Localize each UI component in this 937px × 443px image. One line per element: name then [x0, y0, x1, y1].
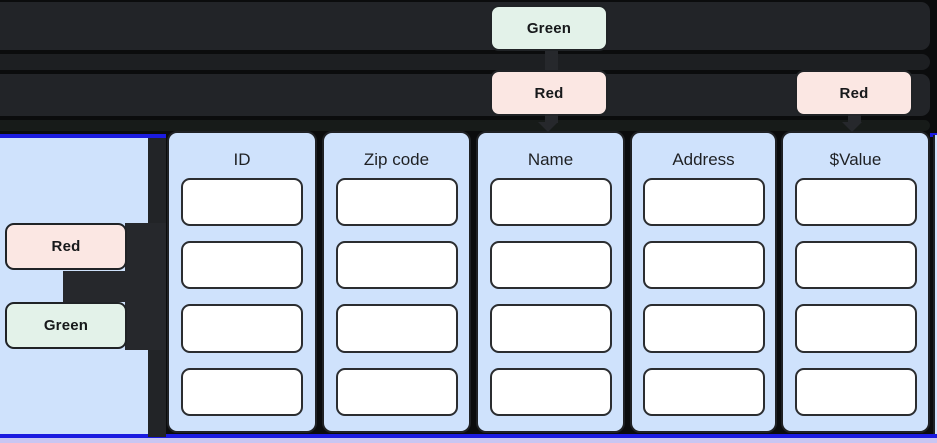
- top-band-row-1: [0, 2, 930, 50]
- drop-slot[interactable]: [642, 367, 765, 416]
- chip-red-top-value-label: Red: [839, 84, 869, 102]
- column-value: $Value: [781, 131, 930, 433]
- chip-red-left[interactable]: Red: [5, 223, 127, 270]
- column-zip-code: Zip code: [322, 131, 471, 433]
- pointer-tab-name: [545, 114, 558, 123]
- chip-red-top-value[interactable]: Red: [795, 70, 913, 116]
- drop-slot[interactable]: [335, 304, 458, 353]
- column-header: ID: [233, 149, 251, 169]
- selection-rule-top: [0, 134, 166, 138]
- chip-connector-tab: [545, 50, 558, 74]
- drop-slot[interactable]: [489, 241, 612, 290]
- drop-slot[interactable]: [794, 367, 917, 416]
- drop-slot[interactable]: [489, 367, 612, 416]
- left-connector-green: [125, 302, 166, 350]
- arrow-down-icon: [538, 122, 558, 132]
- drop-slot[interactable]: [335, 177, 458, 227]
- drop-slot[interactable]: [794, 241, 917, 290]
- drop-slot[interactable]: [181, 367, 303, 416]
- pointer-tab-value: [848, 114, 861, 123]
- drop-slot[interactable]: [181, 177, 303, 227]
- drop-slot[interactable]: [335, 367, 458, 416]
- column-header: $Value: [829, 149, 882, 169]
- chip-green-top-label: Green: [526, 19, 572, 37]
- column-address: Address: [630, 131, 777, 433]
- chip-red-left-label: Red: [51, 238, 81, 255]
- drop-slot[interactable]: [794, 304, 917, 353]
- column-header: Zip code: [363, 149, 430, 169]
- chip-green-left[interactable]: Green: [5, 302, 127, 349]
- column-name: Name: [476, 131, 625, 433]
- selection-rule-bottom: [0, 434, 937, 438]
- drop-slot[interactable]: [642, 241, 765, 290]
- drop-slot[interactable]: [489, 304, 612, 353]
- drop-slot[interactable]: [489, 177, 612, 227]
- column-id: ID: [167, 131, 317, 433]
- partial-column-sliver: [933, 135, 937, 434]
- left-connector-red: [125, 223, 166, 271]
- top-band-row-3: [0, 74, 930, 116]
- top-band-row-4: [0, 120, 930, 131]
- chip-red-top-name-label: Red: [534, 84, 564, 102]
- drop-slot[interactable]: [642, 177, 765, 227]
- column-header: Name: [527, 149, 574, 169]
- bottom-lavender-strip: [0, 438, 937, 443]
- drop-slot[interactable]: [181, 241, 303, 290]
- left-connector-middle: [63, 271, 166, 302]
- column-header: Address: [672, 149, 735, 169]
- drop-slot[interactable]: [181, 304, 303, 353]
- drop-slot[interactable]: [335, 241, 458, 290]
- chip-green-left-label: Green: [43, 317, 89, 334]
- drop-slot[interactable]: [642, 304, 765, 353]
- drop-slot[interactable]: [794, 177, 917, 227]
- chip-green-top[interactable]: Green: [490, 5, 608, 51]
- top-band-row-2: [0, 54, 930, 70]
- chip-red-top-name[interactable]: Red: [490, 70, 608, 116]
- arrow-down-icon: [842, 122, 862, 132]
